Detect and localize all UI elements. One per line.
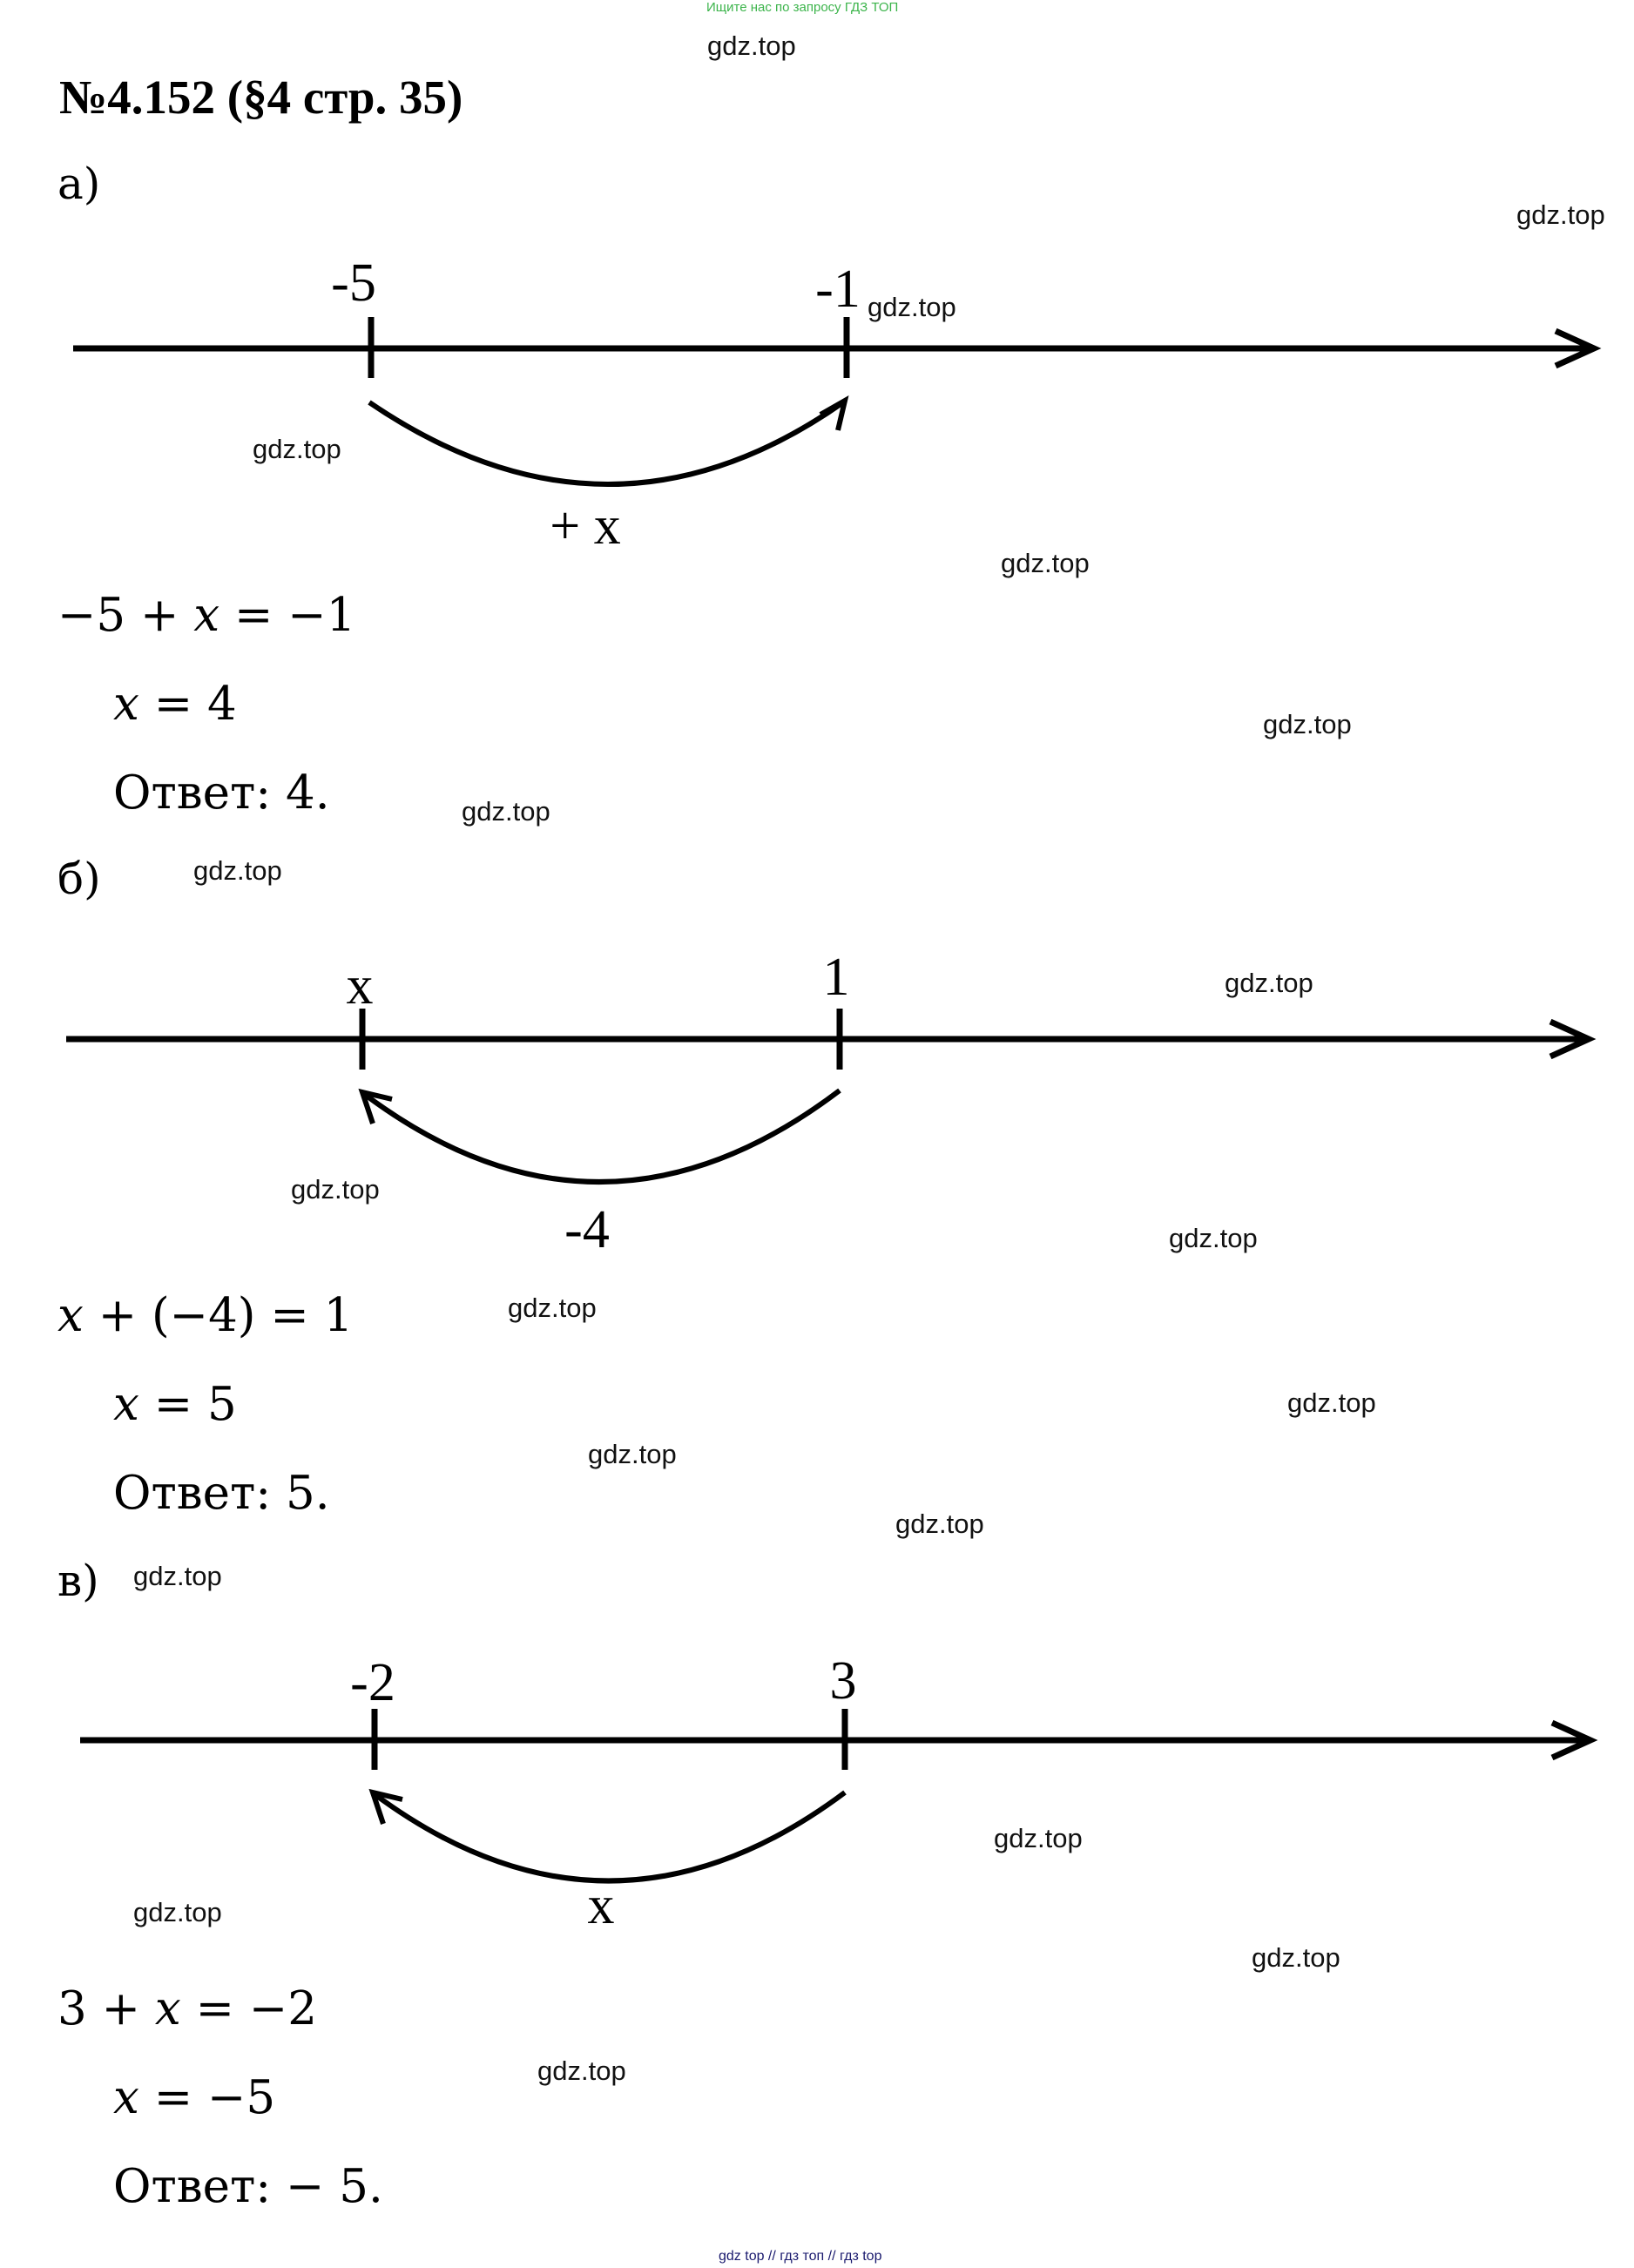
part-b-label: б) (57, 854, 101, 904)
tick-label-right: -1 (815, 260, 861, 319)
arc-label: -4 (564, 1200, 610, 1259)
number-line-a: -5 -1 + x (73, 253, 1602, 556)
part-c-label: в) (57, 1556, 99, 1606)
jump-arc (373, 1790, 847, 1884)
tick-label-left: -5 (331, 253, 376, 313)
arc-arrowhead (819, 395, 849, 431)
watermark: gdz.top (1169, 1223, 1258, 1253)
watermark: gdz.top (895, 1509, 984, 1539)
page-title: №4.152 (§4 стр. 35) (59, 71, 463, 124)
watermark: gdz.top (588, 1439, 677, 1469)
watermark: gdz.top (707, 30, 796, 61)
watermark: gdz.top (253, 434, 341, 464)
watermark: gdz.top (537, 2055, 626, 2086)
watermark: gdz.top (994, 1823, 1083, 1853)
promo-link[interactable]: Ищите нас по запросу ГДЗ ТОП (706, 0, 899, 15)
solution-c: x = −5 (113, 2071, 276, 2124)
jump-arc (368, 400, 845, 487)
number-line-b: x 1 -4 (66, 948, 1597, 1259)
part-a-label: а) (57, 159, 101, 209)
watermark: gdz.top (291, 1174, 380, 1205)
watermark: gdz.top (1263, 709, 1352, 739)
watermark: gdz.top (1287, 1387, 1376, 1418)
equation-b: x + (−4) = 1 (57, 1289, 354, 1342)
equation-a: −5 + x = −1 (57, 589, 356, 642)
watermark: gdz.top (1252, 1942, 1340, 1973)
watermark: gdz.top (1001, 548, 1090, 578)
watermark: gdz.top (133, 1561, 222, 1591)
tick-label-right: 3 (830, 1651, 857, 1711)
jump-arc (362, 1088, 841, 1185)
answer-a: Ответ: 4. (113, 766, 330, 820)
answer-c: Ответ: − 5. (113, 2160, 383, 2213)
tick-label-left: -2 (350, 1653, 395, 1712)
axis-arrowhead (1550, 1719, 1598, 1761)
axis-arrowhead (1549, 1018, 1597, 1060)
equation-c: 3 + x = −2 (57, 1982, 317, 2035)
arc-arrowhead (358, 1088, 393, 1124)
number-line-c: -2 3 x (80, 1651, 1598, 1935)
solution-a: x = 4 (113, 678, 237, 731)
arc-arrowhead (368, 1788, 403, 1825)
solution-b: x = 5 (113, 1378, 237, 1431)
watermark: gdz.top (508, 1293, 597, 1323)
watermark: gdz.top (1225, 968, 1313, 998)
watermark: gdz.top (193, 855, 282, 886)
tick-label-right: 1 (823, 948, 850, 1007)
watermark: gdz.top (868, 292, 956, 322)
answer-b: Ответ: 5. (113, 1467, 330, 1520)
arc-label: x (588, 1876, 615, 1935)
footer-links[interactable]: gdz top // гдз топ // гдз top (719, 2249, 882, 2264)
watermark: gdz.top (133, 1897, 222, 1927)
axis-arrowhead (1554, 327, 1602, 369)
arc-label: + x (550, 496, 620, 556)
watermark: gdz.top (1516, 199, 1605, 230)
watermark: gdz.top (462, 796, 550, 827)
tick-label-left: x (347, 956, 374, 1016)
